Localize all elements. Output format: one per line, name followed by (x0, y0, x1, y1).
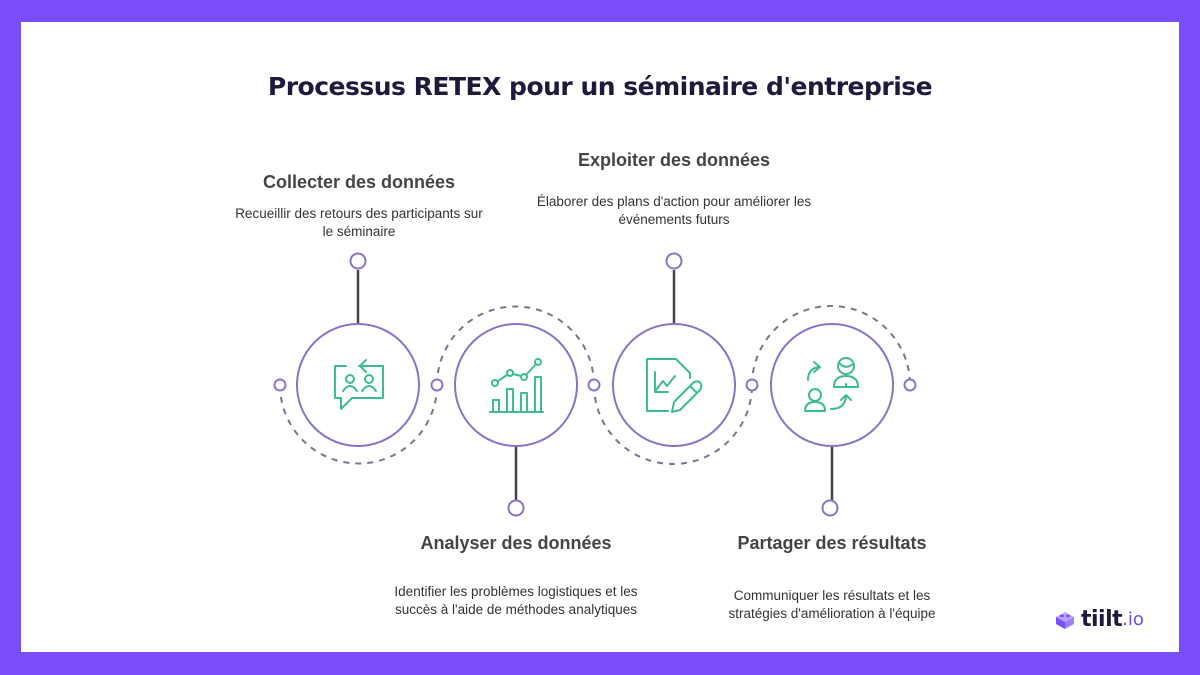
bar-line-chart-icon (489, 358, 544, 413)
logo-tld: .io (1122, 609, 1144, 630)
step-1-description: Recueillir des retours des participants … (200, 205, 518, 241)
step-1-description-line: le séminaire (322, 224, 396, 239)
step-4-circle (770, 323, 894, 447)
dashed-path (279, 305, 911, 465)
step-3-description: Élaborer des plans d'action pour amélior… (514, 193, 834, 229)
step-1-circle (296, 323, 420, 447)
step-4-description: Communiquer les résultats et les stratég… (682, 587, 982, 623)
connector-lines (356, 270, 834, 500)
step-3-title: Exploiter des données (577, 150, 771, 170)
page-title: Processus RETEX pour un séminaire d'entr… (267, 72, 933, 101)
feedback-chat-users-icon (334, 359, 384, 410)
step-1-title: Collecter des données (262, 172, 456, 192)
step-2-description-line: Identifier les problèmes logistiques et … (394, 584, 638, 599)
step-2-description-line: succès à l'aide de méthodes analytiques (395, 602, 637, 617)
step-4-description-line: stratégies d'amélioration à l'équipe (728, 606, 936, 621)
step-1-description-line: Recueillir des retours des participants … (235, 206, 483, 221)
diagram-card (21, 22, 1179, 652)
step-3-circle (612, 323, 736, 447)
node-dots (273, 252, 917, 517)
share-users-arrows-icon (804, 357, 859, 412)
step-2-title: Analyser des données (420, 533, 612, 553)
step-2-description: Identifier les problèmes logistiques et … (366, 583, 666, 619)
document-chart-pencil-icon (646, 358, 703, 413)
step-3-description-line: Élaborer des plans d'action pour amélior… (536, 194, 812, 209)
tiilt-logo: tiilt.io (1054, 607, 1144, 632)
step-3-description-line: événements futurs (618, 212, 730, 227)
step-2-circle (454, 323, 578, 447)
lego-brick-icon (1056, 611, 1074, 629)
step-4-description-line: Communiquer les résultats et les (733, 588, 931, 603)
logo-name: tiilt (1081, 607, 1123, 632)
step-4-title: Partager des résultats (737, 533, 927, 553)
